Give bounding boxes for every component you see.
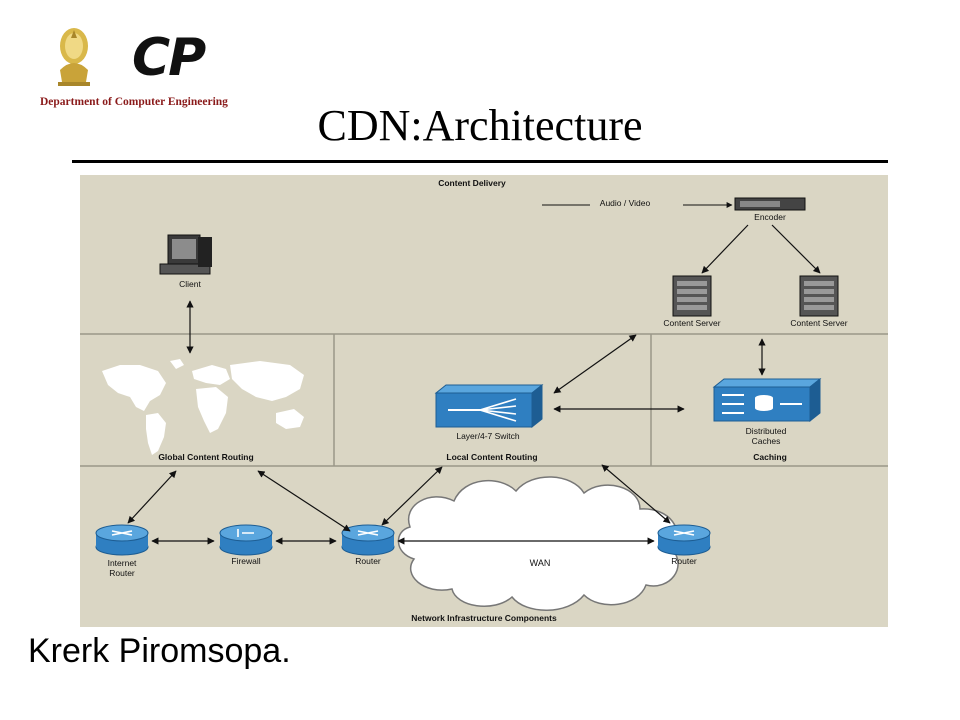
arrow-encoder-to-server-2	[771, 224, 821, 274]
label-content-delivery: Content Delivery	[438, 178, 506, 188]
router-1-icon	[341, 524, 395, 556]
label-firewall: Firewall	[231, 556, 260, 566]
label-client: Client	[179, 279, 201, 289]
arrow-switch-to-content-server	[553, 334, 637, 394]
world-map-icon	[102, 359, 304, 455]
label-internet-router-line-1: Internet	[108, 558, 137, 568]
label-internet-router-line-2: Router	[109, 568, 135, 578]
label-router-2: Router	[671, 556, 697, 566]
label-local-content-routing: Local Content Routing	[446, 452, 537, 462]
arrow-global-routing-to-router-1	[257, 470, 351, 532]
label-global-content-routing: Global Content Routing	[158, 452, 253, 462]
label-network-infrastructure: Network Infrastructure Components	[411, 613, 557, 623]
label-wan: WAN	[530, 558, 551, 568]
label-content-server-1: Content Server	[663, 318, 720, 328]
wan-cloud-icon	[397, 476, 679, 611]
logo-department: Department of Computer Engineering	[40, 96, 228, 108]
distributed-caches-icon	[712, 377, 822, 423]
arrow-encoder-to-server-1	[701, 224, 749, 274]
label-caches-line-1: Distributed	[746, 426, 787, 436]
label-content-server-2: Content Server	[790, 318, 847, 328]
label-caches-line-2: Caches	[752, 436, 781, 446]
content-server-2-icon	[799, 275, 839, 317]
firewall-icon	[219, 524, 273, 556]
label-layer-4-7-switch: Layer/4-7 Switch	[456, 431, 520, 441]
arrow-local-routing-to-router-1	[381, 466, 443, 526]
cdn-architecture-diagram: Content Delivery Global Content Routing …	[80, 175, 888, 627]
title-underline	[72, 160, 888, 163]
slide-title: CDN:Architecture	[317, 101, 643, 150]
department-logo: CP Department of Computer Engineering	[40, 22, 230, 114]
logo-brand: CP	[132, 28, 206, 88]
content-server-1-icon	[672, 275, 712, 317]
arrow-global-routing-to-internet-router	[127, 470, 177, 524]
label-caching: Caching	[753, 452, 787, 462]
label-router-1: Router	[355, 556, 381, 566]
router-2-icon	[657, 524, 711, 556]
label-encoder: Encoder	[754, 212, 786, 222]
label-audio-video: Audio / Video	[600, 198, 651, 208]
internet-router-icon	[95, 524, 149, 556]
university-emblem-icon	[58, 28, 90, 86]
encoder-icon	[734, 197, 806, 211]
layer-4-7-switch-icon	[434, 383, 544, 429]
arrow-local-routing-to-router-2	[601, 464, 671, 524]
client-computer-icon	[159, 234, 212, 275]
slide-author: Krerk Piromsopa.	[28, 632, 291, 670]
